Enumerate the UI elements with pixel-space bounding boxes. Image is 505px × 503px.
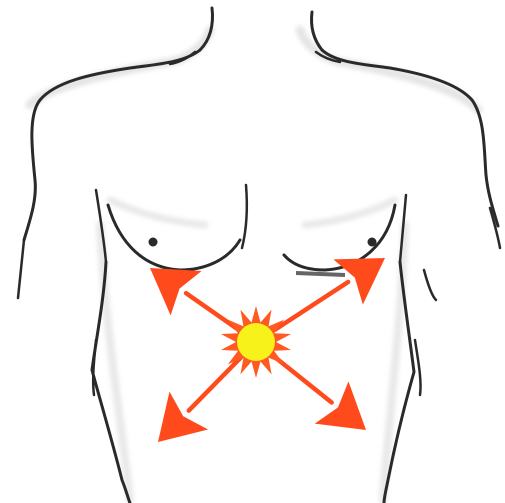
- arrow-lower-left: [158, 349, 249, 442]
- burst-core: [237, 323, 275, 361]
- nipples: [149, 238, 377, 247]
- body-shading: [30, 30, 478, 500]
- pectoral-tick: [296, 273, 345, 275]
